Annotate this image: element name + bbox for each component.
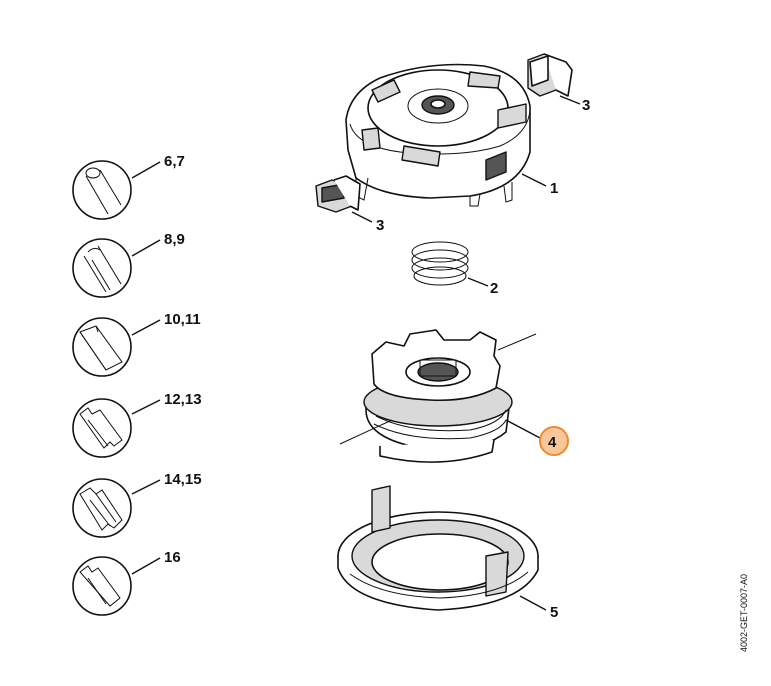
part-4-spool [339,329,541,463]
label-part-4: 4 [548,434,557,451]
line-profile-square-icon [72,317,161,377]
line-profile-twisted-icon [72,478,161,538]
line-profile-ribbed-icon [72,238,161,298]
document-code: 4002-GET-0007-A0 [739,574,749,652]
line-size-16: 16 [164,549,181,566]
line-size-12-13: 12,13 [164,391,202,408]
line-size-8-9: 8,9 [164,231,185,248]
part-1-housing [345,63,547,207]
part-2-spring [411,241,489,287]
label-part-3-top: 3 [582,97,590,114]
label-part-3-left: 3 [376,217,384,234]
line-size-14-15: 14,15 [164,471,202,488]
line-profile-round-icon [72,160,161,220]
part-3-clip-top [527,53,581,105]
line-profile-sawtooth-icon [72,556,161,616]
highlight-marker-part-4 [539,426,569,456]
label-part-2: 2 [490,280,498,297]
label-part-5: 5 [550,604,558,621]
part-5-ring [337,485,547,611]
line-size-10-11: 10,11 [164,311,201,328]
label-part-1: 1 [550,180,558,197]
part-3-clip-left [315,175,373,223]
line-profile-star-icon [72,398,161,458]
line-size-6-7: 6,7 [164,153,185,170]
